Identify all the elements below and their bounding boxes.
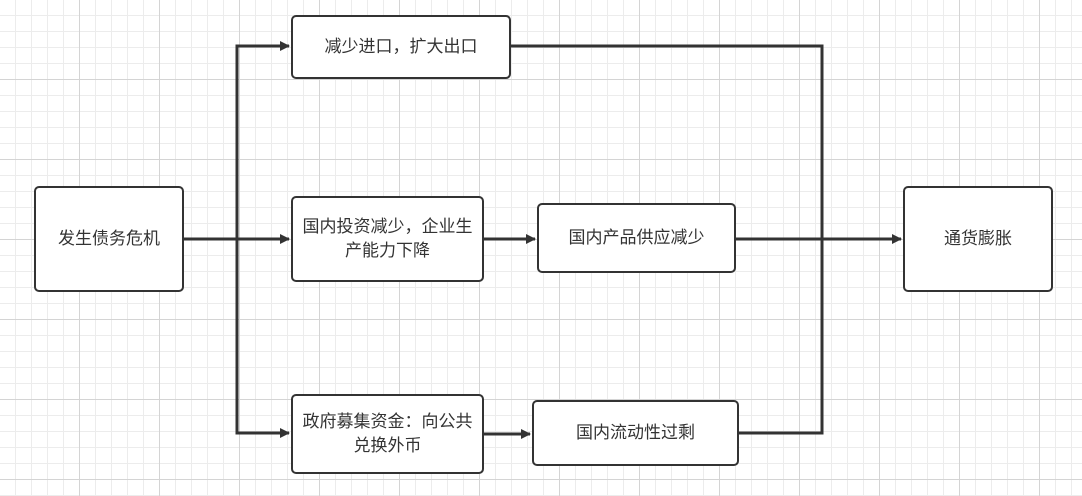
node-inflation[interactable]: 通货膨胀 bbox=[903, 186, 1053, 292]
node-government-funding[interactable]: 政府募集资金：向公共兑换外币 bbox=[291, 394, 484, 474]
node-supply-decrease[interactable]: 国内产品供应减少 bbox=[537, 203, 736, 273]
node-liquidity-surplus[interactable]: 国内流动性过剩 bbox=[532, 400, 739, 466]
node-liquidity-surplus-label: 国内流动性过剩 bbox=[576, 423, 695, 443]
node-reduce-import[interactable]: 减少进口，扩大出口 bbox=[291, 15, 511, 79]
node-domestic-investment[interactable]: 国内投资减少，企业生产能力下降 bbox=[291, 196, 484, 282]
node-reduce-import-label: 减少进口，扩大出口 bbox=[324, 37, 478, 57]
node-debt-crisis[interactable]: 发生债务危机 bbox=[34, 186, 184, 292]
edge-crisis-to-gov bbox=[235, 239, 290, 438]
node-debt-crisis-label: 发生债务危机 bbox=[58, 229, 160, 249]
node-supply-decrease-label: 国内产品供应减少 bbox=[568, 228, 705, 248]
node-government-funding-label: 政府募集资金：向公共兑换外币 bbox=[302, 412, 473, 456]
edge-liquidity-to-inflation bbox=[739, 239, 824, 435]
node-domestic-investment-label: 国内投资减少，企业生产能力下降 bbox=[302, 217, 473, 261]
edge-crisis-to-trade bbox=[235, 41, 290, 239]
edge-trade-to-inflation bbox=[511, 44, 824, 239]
node-inflation-label: 通货膨胀 bbox=[944, 229, 1012, 249]
